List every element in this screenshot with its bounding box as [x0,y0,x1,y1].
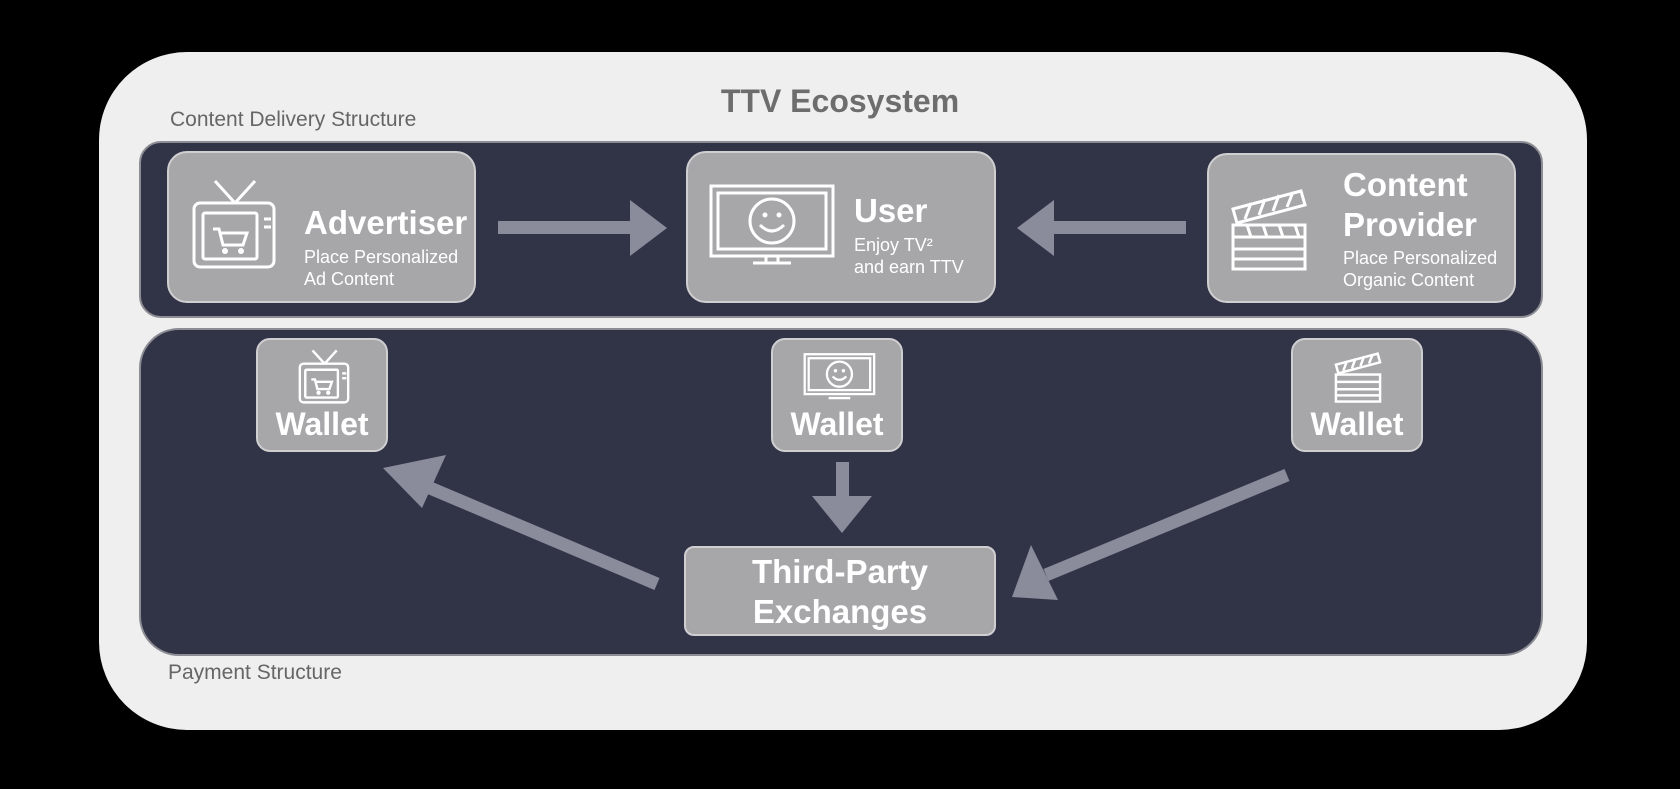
content-provider-desc-2: Organic Content [1343,270,1475,290]
exchange-label-2: Exchanges [752,593,928,630]
arrow-userwallet-to-exchange [812,462,872,533]
content-provider-name-2: Provider [1343,206,1477,243]
smiley-monitor-icon [709,184,835,265]
advertiser-wallet-label: Wallet [275,406,369,442]
arrow-provider-wallet-to-exchange-shaft [1043,468,1290,582]
user-desc-2: and earn TTV [854,257,964,277]
clapperboard-icon [1334,352,1382,403]
content-provider-card[interactable]: Content Provider Place Personalized Orga… [1207,153,1516,303]
third-party-exchanges[interactable]: Third-Party Exchanges [684,546,996,636]
user-name: User [854,192,928,229]
advertiser-desc-2: Ad Content [304,269,395,289]
advertiser-name: Advertiser [304,204,468,241]
arrow-advertiser-to-user [498,200,667,256]
user-card[interactable]: User Enjoy TV² and earn TTV [686,151,996,303]
tv-shopping-cart-icon [298,349,350,404]
arrow-exchange-to-advertiser-wallet-shaft [427,482,660,590]
user-desc-1: Enjoy TV² [854,235,933,255]
arrow-head-advertiser-wallet [383,455,446,508]
user-wallet-label: Wallet [790,406,884,442]
exchange-label-1: Third-Party [751,553,929,590]
payment-structure-label: Payment Structure [168,661,342,684]
advertiser-desc-1: Place Personalized [304,247,459,267]
content-provider-name-1: Content [1343,166,1468,203]
advertiser-wallet[interactable]: Wallet [256,338,388,452]
advertiser-card[interactable]: Advertiser Place Personalized Ad Content [167,151,476,303]
arrow-head-exchange [1012,545,1058,600]
tv-shopping-cart-icon [192,179,276,269]
clapperboard-icon [1231,189,1307,271]
smiley-monitor-icon [803,353,876,400]
content-provider-wallet-label: Wallet [1310,406,1404,442]
content-provider-wallet[interactable]: Wallet [1291,338,1423,452]
content-delivery-label: Content Delivery Structure [170,108,417,131]
arrow-provider-to-user [1017,200,1186,256]
user-wallet[interactable]: Wallet [771,338,903,452]
diagram-title: TTV Ecosystem [720,83,960,119]
content-provider-desc-1: Place Personalized [1343,248,1498,268]
